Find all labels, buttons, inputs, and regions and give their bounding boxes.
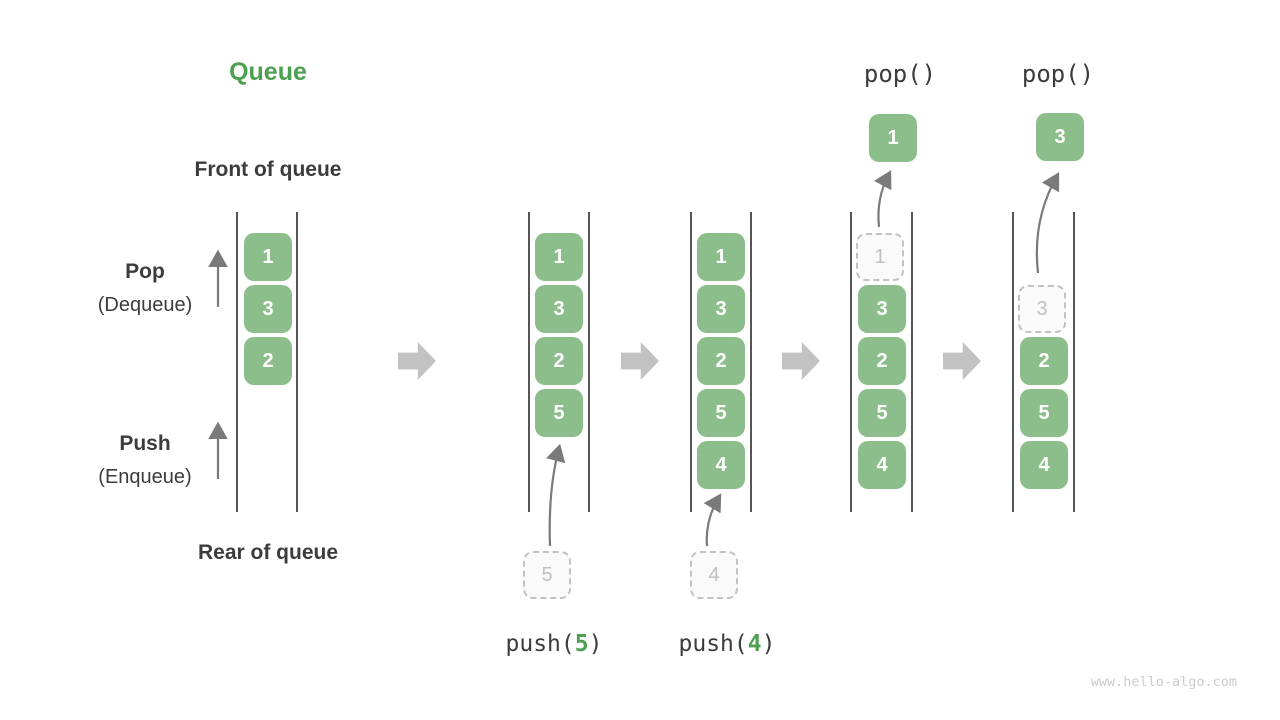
diagram-title: Queue: [229, 58, 307, 86]
op-text: ): [588, 631, 603, 657]
queue-item: 2: [1020, 337, 1068, 385]
queue-item: 3: [858, 285, 906, 333]
queue-item: 2: [535, 337, 583, 385]
rear-of-queue-label: Rear of queue: [197, 541, 339, 564]
popped-item: 1: [869, 114, 917, 162]
queue-item-removed: 3: [1018, 285, 1066, 333]
push5-op-label: push(5): [474, 631, 634, 657]
next-state-arrow-icon: [782, 342, 820, 380]
dequeue-label: (Dequeue): [97, 294, 193, 316]
queue-item: 1: [244, 233, 292, 281]
queue-item-removed: 1: [856, 233, 904, 281]
push5-arrow-icon: [546, 443, 566, 547]
queue-item: 4: [858, 441, 906, 489]
next-state-arrow-icon: [621, 342, 659, 380]
enqueue-label: (Enqueue): [98, 466, 192, 488]
queue-item: 3: [244, 285, 292, 333]
queue-wall: [911, 212, 913, 512]
queue-item: 1: [697, 233, 745, 281]
queue-item: 2: [697, 337, 745, 385]
pending-item: 5: [523, 551, 571, 599]
pop-op-label: pop(): [1021, 60, 1095, 88]
queue-wall: [296, 212, 298, 512]
queue-item: 5: [697, 389, 745, 437]
queue-item: 5: [535, 389, 583, 437]
front-of-queue-label: Front of queue: [194, 158, 342, 181]
queue-item: 5: [858, 389, 906, 437]
op-arg: 4: [747, 631, 762, 657]
queue-item: 3: [697, 285, 745, 333]
push-label: Push: [119, 432, 171, 455]
next-state-arrow-icon: [943, 342, 981, 380]
queue-wall: [236, 212, 238, 512]
op-text: push(: [678, 631, 748, 657]
queue-wall: [1012, 212, 1014, 512]
queue-wall: [690, 212, 692, 512]
queue-wall: [850, 212, 852, 512]
op-text: ): [761, 631, 776, 657]
pop-label: Pop: [125, 260, 165, 283]
pop3-arrow-icon: [1035, 172, 1060, 274]
pending-item: 4: [690, 551, 738, 599]
popped-item: 3: [1036, 113, 1084, 161]
watermark: www.hello-algo.com: [1090, 674, 1237, 690]
queue-item: 5: [1020, 389, 1068, 437]
queue-item: 4: [697, 441, 745, 489]
next-state-arrow-icon: [398, 342, 436, 380]
queue-wall: [1073, 212, 1075, 512]
queue-item: 1: [535, 233, 583, 281]
push4-arrow-icon: [703, 493, 722, 547]
push4-op-label: push(4): [647, 631, 807, 657]
queue-item: 2: [244, 337, 292, 385]
pop1-arrow-icon: [874, 170, 892, 228]
queue-wall: [528, 212, 530, 512]
queue-item: 4: [1020, 441, 1068, 489]
pop-op-label: pop(): [863, 60, 937, 88]
op-arg: 5: [574, 631, 589, 657]
queue-wall: [750, 212, 752, 512]
queue-wall: [588, 212, 590, 512]
op-text: push(: [505, 631, 575, 657]
queue-item: 3: [535, 285, 583, 333]
queue-item: 2: [858, 337, 906, 385]
